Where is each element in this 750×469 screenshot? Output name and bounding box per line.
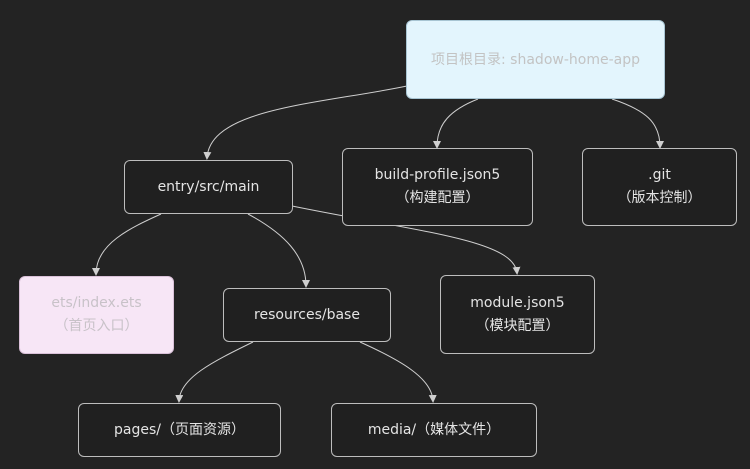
node-ets-index-note: （首页入口） <box>54 318 139 334</box>
node-media-label: media/（媒体文件） <box>367 421 501 438</box>
node-build-profile[interactable]: build-profile.json5 （构建配置） <box>342 148 533 226</box>
node-build-profile-label: build-profile.json5 <box>374 167 501 183</box>
node-project-root-label: 项目根目录: shadow-home-app <box>431 51 640 68</box>
node-git-note: （版本控制） <box>617 190 702 206</box>
node-ets-index[interactable]: ets/index.ets （首页入口） <box>19 276 174 354</box>
node-pages-label: pages/（页面资源） <box>114 421 245 438</box>
node-ets-index-label: ets/index.ets <box>51 295 142 311</box>
node-git[interactable]: .git （版本控制） <box>582 148 737 226</box>
edge-entry-to-ets-index <box>92 213 162 276</box>
node-project-root[interactable]: 项目根目录: shadow-home-app <box>406 20 665 99</box>
edge-resources-to-media <box>359 341 437 403</box>
edge-resources-to-pages <box>175 341 254 403</box>
node-entry-src-main[interactable]: entry/src/main <box>124 160 293 214</box>
edge-root-to-git <box>611 98 664 149</box>
node-build-profile-note: （构建配置） <box>395 190 480 206</box>
edge-root-to-entry-src-main <box>203 85 408 160</box>
edge-entry-to-module-json <box>291 205 521 275</box>
edge-entry-to-resources-base <box>247 213 310 288</box>
node-media[interactable]: media/（媒体文件） <box>331 403 537 457</box>
node-pages[interactable]: pages/（页面资源） <box>78 403 281 457</box>
node-module-json-label: module.json5 <box>470 294 565 311</box>
node-resources-base-label: resources/base <box>254 306 360 323</box>
node-module-json[interactable]: module.json5 （模块配置） <box>440 275 595 354</box>
node-entry-src-main-label: entry/src/main <box>157 178 260 195</box>
node-resources-base[interactable]: resources/base <box>223 288 391 342</box>
node-module-json-note: （模块配置） <box>475 317 560 334</box>
node-git-label: .git <box>648 167 671 183</box>
edge-root-to-build-profile <box>433 98 479 149</box>
